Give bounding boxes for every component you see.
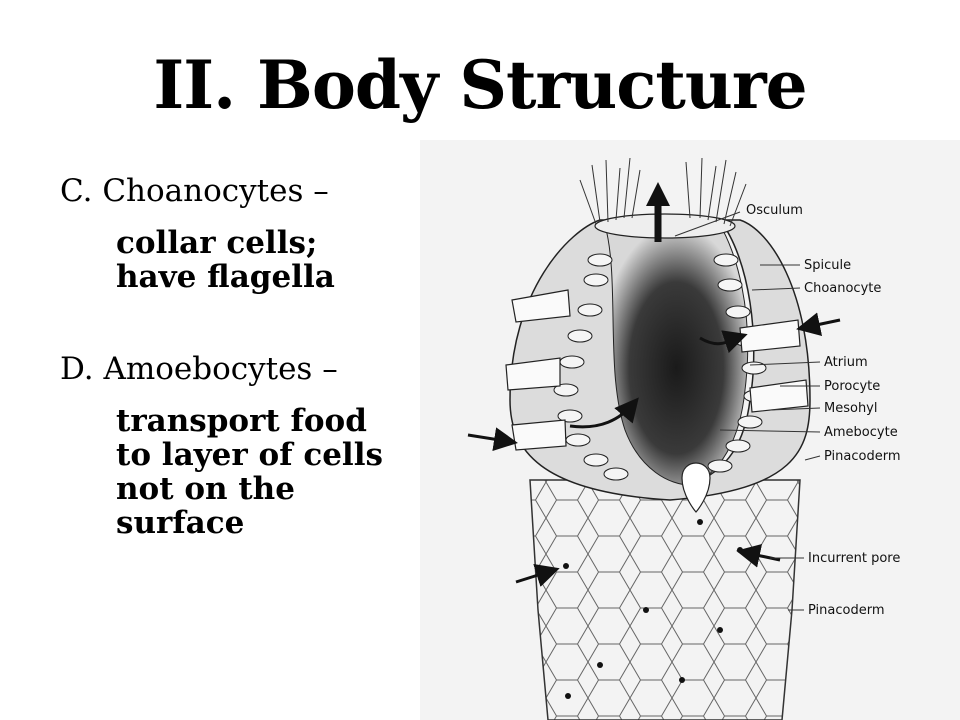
incurrent-pores [563,519,743,699]
lower-body-pinacoderm [529,479,801,720]
label-amebocyte: Amebocyte [824,425,898,440]
label-mesohyl: Mesohyl [824,401,878,416]
outflow-arrow-head [646,182,670,206]
description-line: collar cells; [116,225,318,261]
label-porocyte: Porocyte [824,379,880,394]
inflow-arrows [467,312,841,587]
slide-title: II. Body Structure [153,46,807,124]
spicules [579,157,747,227]
label-osculum: Osculum [746,203,803,218]
description-line: transport food [116,403,367,439]
description-line: have flagella [116,259,335,295]
leader-lines [674,211,821,611]
osculum-rim [594,213,736,239]
porocytes [505,289,809,451]
description-line: surface [116,505,245,541]
description-line: to layer of cells [116,437,383,473]
sponge-diagram-svg: Osculum Spicule Choanocyte Atrium Porocy… [420,140,960,720]
label-atrium: Atrium [824,355,868,370]
point-amoebocytes-description: transport food to layer of cells not on … [116,404,420,540]
label-incurrent-pore: Incurrent pore [808,551,900,566]
label-pinacoderm-lower: Pinacoderm [808,603,885,618]
text-block: C. Choanocytes – collar cells; have flag… [60,172,420,540]
point-amoebocytes-heading: D. Amoebocytes – [60,351,338,387]
choanocytes-left [553,253,629,481]
label-choanocyte: Choanocyte [804,281,881,296]
amebocyte [681,462,711,513]
label-spicule: Spicule [804,258,851,273]
sponge-diagram: Osculum Spicule Choanocyte Atrium Porocy… [420,140,960,720]
description-line: not on the [116,471,295,507]
label-pinacoderm-upper: Pinacoderm [824,449,901,464]
point-choanocytes-heading: C. Choanocytes – [60,173,329,209]
point-choanocytes-description: collar cells; have flagella [116,226,420,294]
